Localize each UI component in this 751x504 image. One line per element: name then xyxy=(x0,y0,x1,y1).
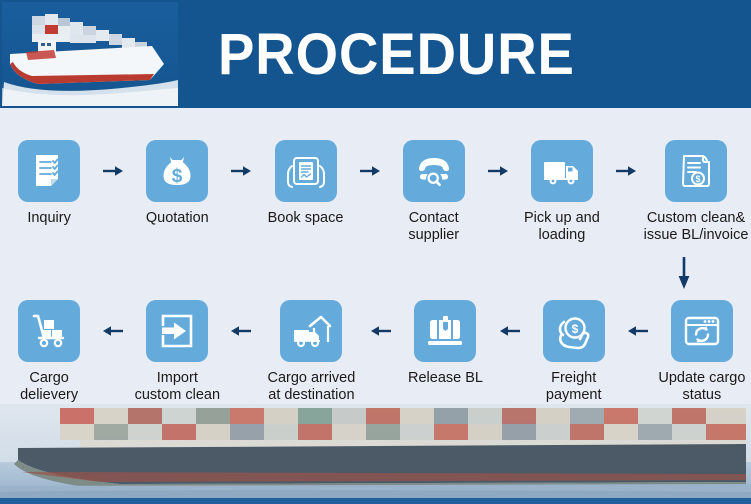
truck-warehouse-icon xyxy=(294,315,332,348)
step-label: Pick up and loading xyxy=(524,210,600,243)
tile-custom-clean[interactable]: $ xyxy=(665,140,727,202)
step-label: Quotation xyxy=(145,210,209,226)
step-contact-supplier[interactable]: Contact supplier xyxy=(385,140,483,244)
step-label: Import custom clean xyxy=(134,370,221,403)
arrow-right-icon xyxy=(231,166,252,176)
tile-cargo-delivery[interactable] xyxy=(18,300,81,362)
step-label: Freight payment xyxy=(545,370,602,403)
browser-refresh-icon xyxy=(684,316,720,346)
step-label: Cargo arrived at destination xyxy=(267,370,356,403)
arrow-left-icon xyxy=(231,326,252,336)
hand-holding-coin-icon: $ xyxy=(558,317,590,350)
tile-inquiry[interactable] xyxy=(18,140,81,202)
tile-pickup-loading[interactable] xyxy=(530,140,593,202)
arrow-left-3 xyxy=(366,300,396,362)
arrow-left-icon xyxy=(499,326,520,336)
tile-release-bl[interactable] xyxy=(414,300,477,362)
header-ship-image xyxy=(2,2,178,106)
step-freight-payment[interactable]: $ Freight payment xyxy=(525,300,623,404)
step-quotation[interactable]: $ Quotation xyxy=(128,140,226,227)
step-label: Update cargo status xyxy=(658,370,746,403)
tile-update-cargo-status[interactable] xyxy=(670,300,733,362)
step-label: Custom clean& issue BL/invoice xyxy=(643,210,749,243)
bottom-ship-image xyxy=(0,404,751,504)
header-banner: PROCEDURE xyxy=(0,0,751,108)
step-cargo-arrived[interactable]: Cargo arrived at destination xyxy=(256,300,366,404)
hand-truck-cargo-icon xyxy=(32,314,65,348)
bottom-ship-graphic xyxy=(0,404,751,504)
bottom-blue-strip xyxy=(0,498,751,504)
step-custom-clean[interactable]: $ Custom clean& issue BL/invoice xyxy=(641,140,751,244)
arrow-right-5 xyxy=(611,140,641,202)
svg-text:$: $ xyxy=(172,166,183,187)
arrow-right-icon xyxy=(487,166,508,176)
truck-icon xyxy=(543,162,578,185)
arrow-right-3 xyxy=(355,140,385,202)
step-label: Cargo delievery xyxy=(20,370,79,403)
arrow-left-icon xyxy=(103,326,124,336)
arrow-right-4 xyxy=(483,140,513,202)
arrow-right-icon xyxy=(103,166,124,176)
checklist-document-icon xyxy=(36,155,59,186)
step-book-space[interactable]: Book space xyxy=(256,140,354,227)
step-pickup-loading[interactable]: Pick up and loading xyxy=(513,140,611,244)
arrow-right-icon xyxy=(359,166,380,176)
invoice-dollar-icon: $ xyxy=(682,155,710,187)
tile-book-space[interactable] xyxy=(274,140,337,202)
step-label: Release BL xyxy=(408,370,483,386)
tile-import-custom-clean[interactable] xyxy=(146,300,209,362)
flow-row-1: Inquiry $ Quotation xyxy=(0,140,751,244)
step-label: Inquiry xyxy=(27,210,71,226)
tile-cargo-arrived[interactable] xyxy=(280,300,343,362)
arrow-left-2 xyxy=(226,300,256,362)
step-inquiry[interactable]: Inquiry xyxy=(0,140,98,227)
arrow-left-icon xyxy=(371,326,392,336)
arrow-right-icon xyxy=(616,166,637,176)
step-label: Book space xyxy=(267,210,344,226)
tile-quotation[interactable]: $ xyxy=(146,140,209,202)
step-label: Contact supplier xyxy=(408,210,460,243)
step-update-cargo-status[interactable]: Update cargo status xyxy=(653,300,751,404)
arrow-right-1 xyxy=(98,140,128,202)
telephone-search-icon xyxy=(418,158,449,187)
suitcase-conveyor-icon xyxy=(428,316,463,345)
hands-holding-document-icon xyxy=(286,157,325,188)
svg-text:$: $ xyxy=(571,322,578,336)
arrow-left-4 xyxy=(495,300,525,362)
tile-freight-payment[interactable]: $ xyxy=(542,300,605,362)
step-cargo-delivery[interactable]: Cargo delievery xyxy=(0,300,98,404)
arrow-right-2 xyxy=(226,140,256,202)
tile-contact-supplier[interactable] xyxy=(402,140,465,202)
flow-row-2: Cargo delievery Import custom clean xyxy=(0,300,751,404)
arrow-left-icon xyxy=(627,326,648,336)
money-bag-icon: $ xyxy=(163,157,191,187)
arrow-left-1 xyxy=(98,300,128,362)
step-import-custom-clean[interactable]: Import custom clean xyxy=(128,300,226,404)
svg-text:$: $ xyxy=(695,174,700,184)
arrow-into-box-icon xyxy=(160,314,193,348)
page-title: PROCEDURE xyxy=(218,22,575,87)
arrow-left-5 xyxy=(623,300,653,362)
arrow-down-icon xyxy=(678,257,690,289)
step-release-bl[interactable]: Release BL xyxy=(396,300,494,387)
